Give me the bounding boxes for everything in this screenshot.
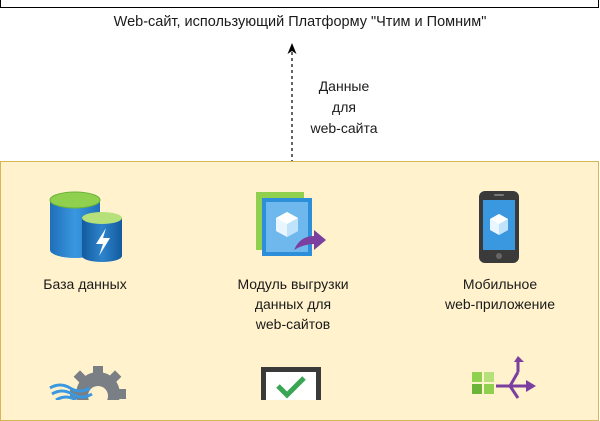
data-flow-label: Данные для web-сайта [300, 76, 388, 139]
export-module-label-line-3: web-сайтов [255, 316, 331, 332]
export-module-label-line-1: Модуль выгрузки [237, 276, 349, 292]
database-icon [49, 191, 122, 262]
data-flow-label-line-2: для [332, 99, 356, 115]
website-label: Web-сайт, использующий Платформу "Чтим и… [113, 14, 487, 30]
mobile-app-label-line-1: Мобильное [462, 276, 538, 292]
data-flow-label-line-3: web-сайта [310, 120, 378, 136]
database-label: База данных [10, 274, 160, 294]
checkmark-monitor-icon [261, 367, 321, 400]
network-distribution-icon [472, 356, 536, 399]
website-box [0, 0, 599, 8]
database-label-line-1: База данных [43, 276, 127, 292]
export-module-label-line-2: данных для [254, 296, 332, 312]
data-flow-label-line-1: Данные [318, 78, 370, 94]
mobile-app-label-line-2: web-приложение [445, 296, 555, 312]
export-module-label: Модуль выгрузки данных для web-сайтов [200, 274, 386, 334]
settings-gear-icon [49, 366, 126, 400]
mobile-app-icon [479, 191, 519, 263]
mobile-app-label: Мобильное web-приложение [420, 274, 580, 314]
export-module-icon [256, 192, 326, 256]
